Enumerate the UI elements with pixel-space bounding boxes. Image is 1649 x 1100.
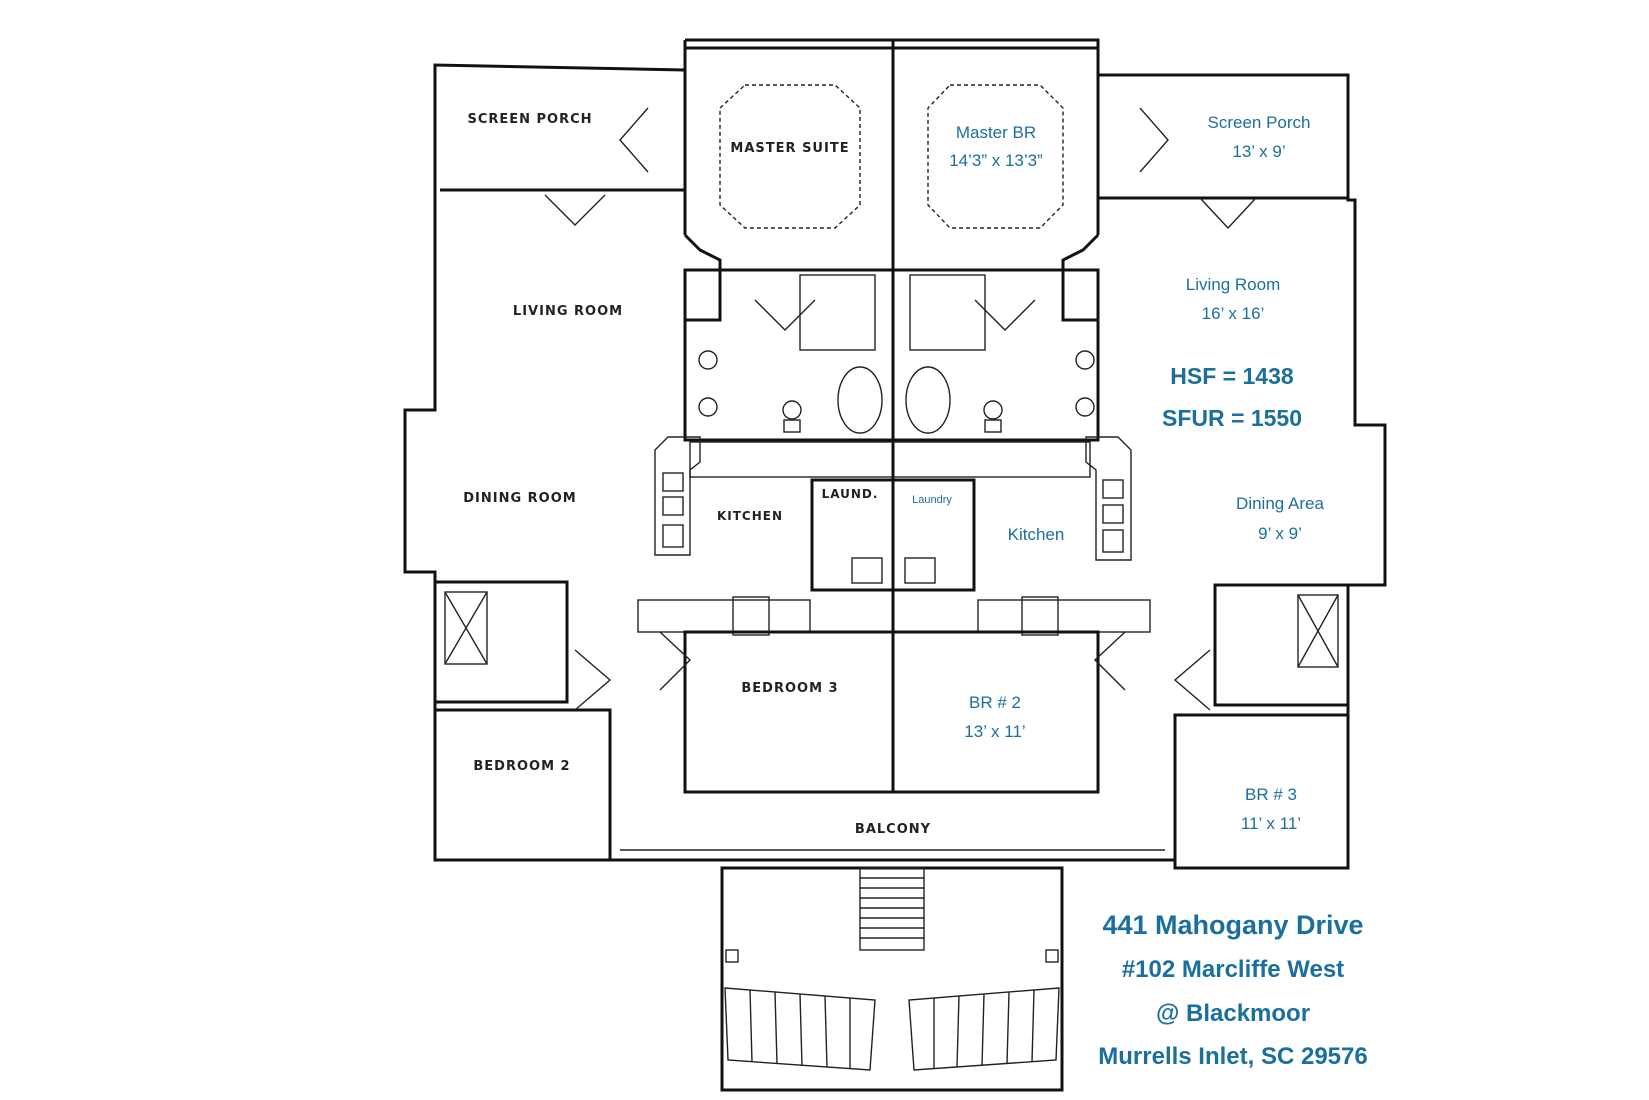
living-room-size: 16’ x 16’ <box>1202 304 1265 323</box>
left-bedroom-2-label: BEDROOM 2 <box>473 759 570 774</box>
tray-ceiling-right <box>927 84 1064 229</box>
address-street: 441 Mahogany Drive <box>1102 910 1363 940</box>
dining-area-name: Dining Area <box>1236 494 1324 513</box>
screen-porch-name: Screen Porch <box>1208 113 1311 132</box>
laundry-label: Laundry <box>912 494 952 506</box>
br2-size: 13’ x 11’ <box>964 722 1025 741</box>
screen-porch-size: 13’ x 9’ <box>1232 142 1285 161</box>
kitchen-label: Kitchen <box>1008 525 1065 544</box>
master-br-size: 14’3” x 13’3” <box>949 151 1043 170</box>
address-city: Murrells Inlet, SC 29576 <box>1098 1043 1367 1070</box>
balcony-label: BALCONY <box>855 822 931 837</box>
left-dining-room-label: DINING ROOM <box>463 491 576 506</box>
left-screen-porch-label: SCREEN PORCH <box>467 112 592 127</box>
interior-walls <box>433 233 1350 870</box>
dining-area-size: 9’ x 9’ <box>1258 524 1302 543</box>
entry-stairs <box>720 866 1064 1092</box>
sfur-value: SFUR = 1550 <box>1162 405 1302 431</box>
left-bedroom-3-label: BEDROOM 3 <box>741 681 838 696</box>
left-laundry-label: LAUND. <box>822 487 879 501</box>
exterior-walls <box>403 38 1387 870</box>
address-community: @ Blackmoor <box>1156 1000 1310 1027</box>
master-br-name: Master BR <box>956 123 1036 142</box>
br3-name: BR # 3 <box>1245 785 1297 804</box>
left-kitchen-label: KITCHEN <box>717 509 783 523</box>
left-master-suite-label: MASTER SUITE <box>730 141 849 156</box>
hsf-value: HSF = 1438 <box>1170 363 1294 389</box>
br3-size: 11’ x 11’ <box>1241 814 1301 833</box>
tray-ceiling-left <box>719 84 861 229</box>
br2-name: BR # 2 <box>969 693 1021 712</box>
door-swings <box>544 107 1257 711</box>
address-unit: #102 Marcliffe West <box>1122 956 1344 983</box>
living-room-name: Living Room <box>1186 275 1281 294</box>
left-living-room-label: LIVING ROOM <box>513 304 623 319</box>
